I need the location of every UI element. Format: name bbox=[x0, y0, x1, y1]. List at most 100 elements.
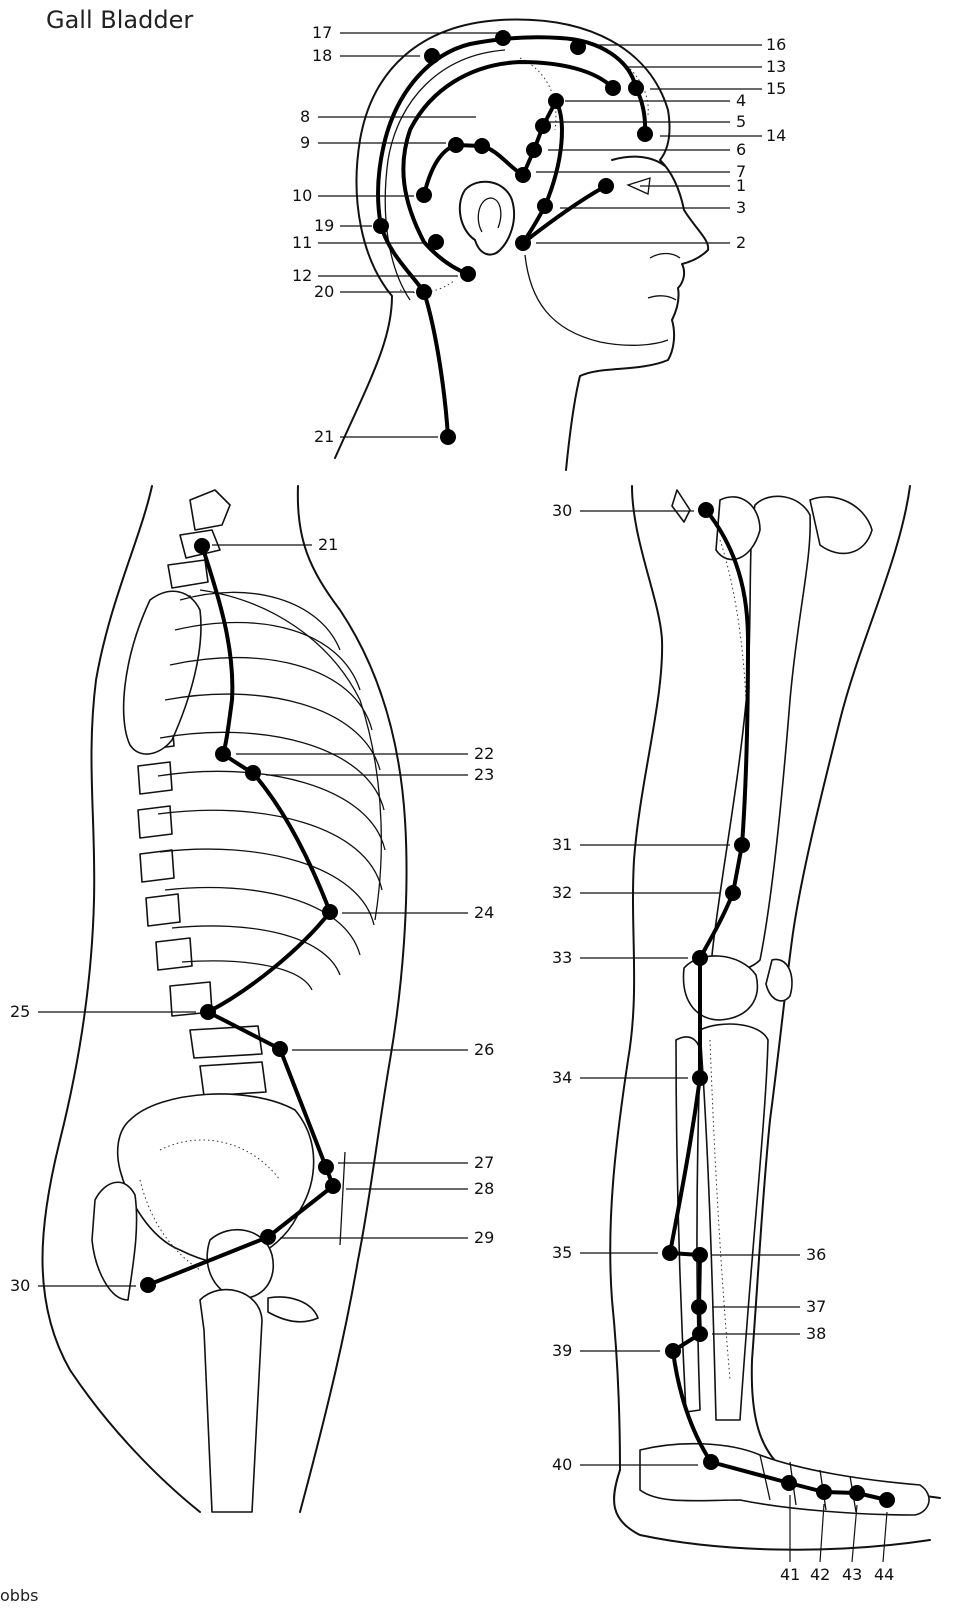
point-gb23 bbox=[245, 765, 261, 781]
point-gb38 bbox=[692, 1326, 708, 1342]
label-torso-25: 25 bbox=[10, 1002, 30, 1021]
label-torso-22: 22 bbox=[474, 744, 494, 763]
point-gb14 bbox=[637, 126, 653, 142]
point-gb27 bbox=[318, 1159, 334, 1175]
label-head-12: 12 bbox=[292, 266, 312, 285]
label-head-13: 13 bbox=[766, 57, 786, 76]
point-gb18 bbox=[424, 48, 440, 64]
point-gb3 bbox=[537, 198, 553, 214]
point-gb21-head bbox=[440, 429, 456, 445]
label-head-18: 18 bbox=[312, 46, 332, 65]
label-head-9: 9 bbox=[300, 133, 310, 152]
label-leg-41: 41 bbox=[780, 1565, 800, 1584]
label-head-2: 2 bbox=[736, 233, 746, 252]
label-head-6: 6 bbox=[736, 140, 746, 159]
label-torso-27: 27 bbox=[474, 1153, 494, 1172]
label-leg-37: 37 bbox=[806, 1297, 826, 1316]
point-gb12 bbox=[460, 266, 476, 282]
label-head-21: 21 bbox=[314, 427, 334, 446]
point-gb35 bbox=[662, 1245, 678, 1261]
point-gb1 bbox=[598, 178, 614, 194]
label-torso-24: 24 bbox=[474, 903, 494, 922]
point-gb22 bbox=[215, 746, 231, 762]
point-gb21 bbox=[194, 538, 210, 554]
point-gb25 bbox=[200, 1004, 216, 1020]
point-gb4 bbox=[548, 93, 564, 109]
point-gb32 bbox=[725, 885, 741, 901]
point-gb5 bbox=[535, 118, 551, 134]
point-gb42 bbox=[816, 1484, 832, 1500]
label-head-16: 16 bbox=[766, 35, 786, 54]
point-gb19 bbox=[373, 218, 389, 234]
scapula bbox=[124, 591, 201, 754]
point-gb43 bbox=[849, 1485, 865, 1501]
label-head-17: 17 bbox=[312, 23, 332, 42]
torso-illustration bbox=[43, 486, 407, 1512]
leg-femur bbox=[712, 496, 810, 969]
point-gb15 bbox=[628, 80, 644, 96]
point-gb26 bbox=[272, 1041, 288, 1057]
illustrator-credit: obbs bbox=[0, 1586, 38, 1605]
label-leg-39: 39 bbox=[552, 1341, 572, 1360]
label-leg-34: 34 bbox=[552, 1068, 572, 1087]
point-gb24 bbox=[322, 904, 338, 920]
point-gb9 bbox=[448, 137, 464, 153]
label-leg-31: 31 bbox=[552, 835, 572, 854]
label-torso-21: 21 bbox=[318, 535, 338, 554]
patella bbox=[766, 959, 792, 1000]
label-leg-40: 40 bbox=[552, 1455, 572, 1474]
leg-illustration bbox=[610, 486, 940, 1550]
label-head-8: 8 bbox=[300, 107, 310, 126]
point-gb6 bbox=[526, 142, 542, 158]
label-leg-44: 44 bbox=[874, 1565, 894, 1584]
label-head-14: 14 bbox=[766, 126, 786, 145]
point-gb40 bbox=[703, 1454, 719, 1470]
tibia bbox=[700, 1024, 768, 1420]
label-torso-23: 23 bbox=[474, 765, 494, 784]
label-leg-35: 35 bbox=[552, 1243, 572, 1262]
label-leg-32: 32 bbox=[552, 883, 572, 902]
label-torso-26: 26 bbox=[474, 1040, 494, 1059]
point-gb41 bbox=[781, 1475, 797, 1491]
point-gb10 bbox=[416, 187, 432, 203]
label-leg-33: 33 bbox=[552, 948, 572, 967]
point-gb30-torso bbox=[140, 1277, 156, 1293]
point-gb36 bbox=[692, 1247, 708, 1263]
spine bbox=[138, 490, 266, 1096]
label-head-11: 11 bbox=[292, 233, 312, 252]
point-gb31 bbox=[734, 837, 750, 853]
label-leg-42: 42 bbox=[810, 1565, 830, 1584]
point-gb13 bbox=[605, 80, 621, 96]
label-head-3: 3 bbox=[736, 198, 746, 217]
point-gb7 bbox=[515, 167, 531, 183]
label-torso-29: 29 bbox=[474, 1228, 494, 1247]
point-gb11 bbox=[428, 234, 444, 250]
point-gb39 bbox=[665, 1343, 681, 1359]
point-gb28 bbox=[325, 1178, 341, 1194]
point-gb20 bbox=[416, 284, 432, 300]
point-gb2 bbox=[515, 235, 531, 251]
label-torso-30: 30 bbox=[10, 1276, 30, 1295]
label-head-20: 20 bbox=[314, 282, 334, 301]
point-gb34 bbox=[692, 1070, 708, 1086]
label-head-4: 4 bbox=[736, 91, 746, 110]
point-gb17 bbox=[495, 30, 511, 46]
point-gb8 bbox=[474, 138, 490, 154]
point-gb37 bbox=[691, 1299, 707, 1315]
label-leg-43: 43 bbox=[842, 1565, 862, 1584]
label-head-15: 15 bbox=[766, 79, 786, 98]
label-head-19: 19 bbox=[314, 216, 334, 235]
label-torso-28: 28 bbox=[474, 1179, 494, 1198]
point-gb44 bbox=[879, 1492, 895, 1508]
label-leg-38: 38 bbox=[806, 1324, 826, 1343]
label-head-1: 1 bbox=[736, 176, 746, 195]
head-meridian-lines bbox=[378, 37, 645, 437]
point-gb16 bbox=[570, 39, 586, 55]
label-leg-30: 30 bbox=[552, 501, 572, 520]
label-head-10: 10 bbox=[292, 186, 312, 205]
label-head-5: 5 bbox=[736, 112, 746, 131]
point-gb33 bbox=[692, 950, 708, 966]
point-gb29 bbox=[260, 1229, 276, 1245]
point-gb30 bbox=[698, 502, 714, 518]
